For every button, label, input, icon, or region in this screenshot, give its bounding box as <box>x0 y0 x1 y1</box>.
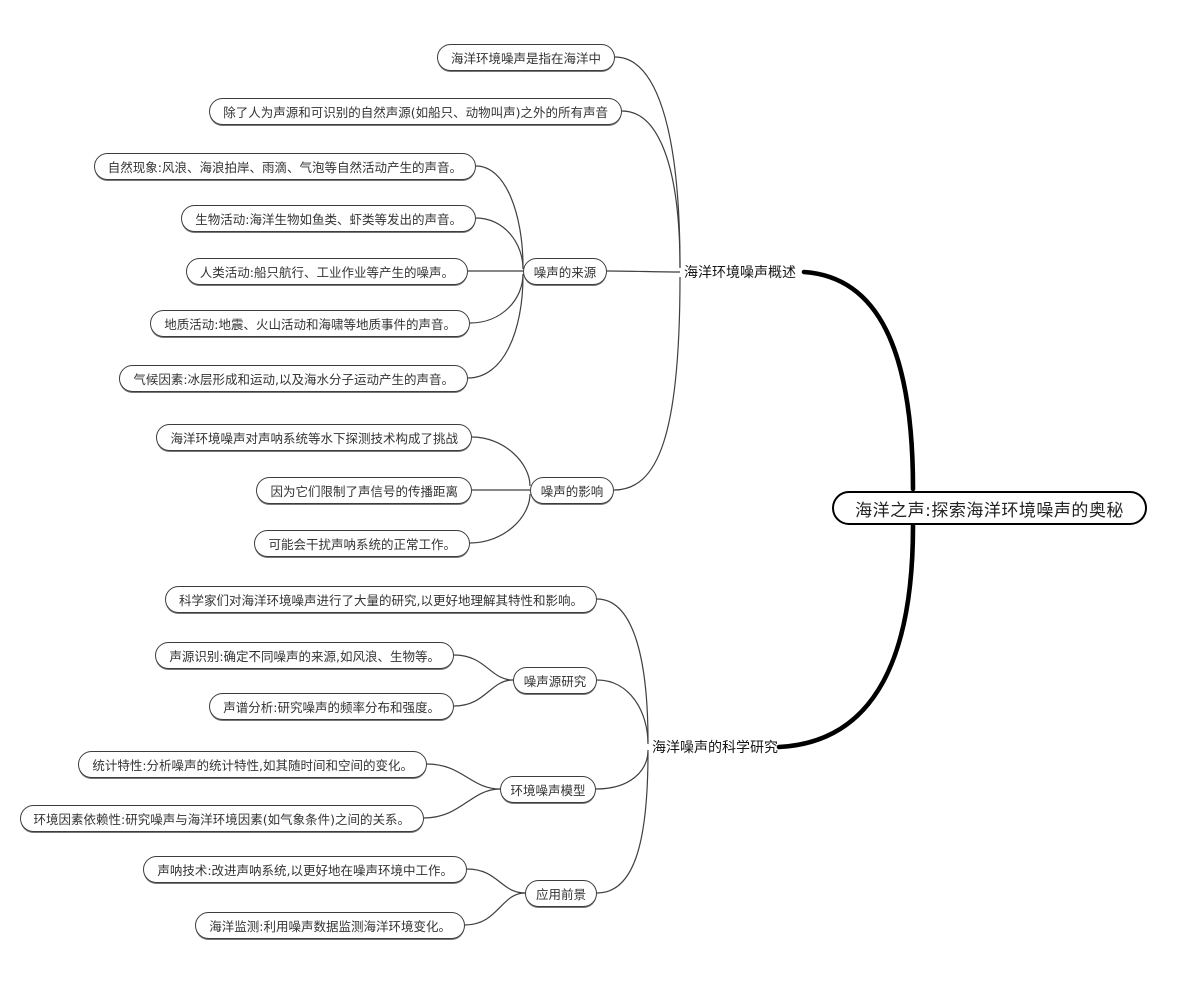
link-overview-sources <box>606 270 681 273</box>
branch-overview-label: 海洋环境噪声概述 <box>684 265 796 281</box>
node-scientists[interactable]: 科学家们对海洋环境噪声进行了大量的研究,以更好地理解其特性和影响。 <box>165 585 597 613</box>
link-overview-leaf1 <box>614 56 681 268</box>
link-sources-2 <box>475 217 524 270</box>
node-source-natural[interactable]: 自然现象:风浪、海浪拍岸、雨滴、气泡等自然活动产生的声音。 <box>93 152 476 180</box>
node-label: 除了人为声源和可识别的自然声源(如船只、动物叫声)之外的所有声音 <box>223 104 608 120</box>
link-research-srcstudy <box>596 679 649 745</box>
node-source-geological[interactable]: 地质活动:地震、火山活动和海啸等地质事件的声音。 <box>150 309 470 337</box>
branch-overview[interactable]: 海洋环境噪声概述 <box>684 262 804 282</box>
root-node[interactable]: 海洋之声:探索海洋环境噪声的奥秘 <box>832 491 1147 525</box>
node-label: 海洋环境噪声是指在海洋中 <box>450 50 601 66</box>
node-label: 人类活动:船只航行、工业作业等产生的噪声。 <box>199 264 454 280</box>
node-label: 声源识别:确定不同噪声的来源,如风浪、生物等。 <box>169 648 440 664</box>
link-research-leaf1 <box>596 598 649 743</box>
link-research-apps <box>596 751 649 894</box>
node-impact-challenge[interactable]: 海洋环境噪声对声呐系统等水下探测技术构成了挑战 <box>156 423 472 451</box>
node-label: 生物活动:海洋生物如鱼类、虾类等发出的声音。 <box>195 211 462 227</box>
node-label: 声谱分析:研究噪声的频率分布和强度。 <box>223 699 440 715</box>
link-research-model <box>595 749 649 790</box>
link-apps-1 <box>466 868 526 894</box>
link-overview-impacts <box>613 276 681 491</box>
link-srcstudy-1 <box>453 654 514 681</box>
branch-research[interactable]: 海洋噪声的科学研究 <box>652 737 779 757</box>
node-label: 环境因素依赖性:研究噪声与海洋环境因素(如气象条件)之间的关系。 <box>33 811 410 827</box>
node-label: 声呐技术:改进声呐系统,以更好地在噪声环境中工作。 <box>157 862 453 878</box>
node-label: 因为它们限制了声信号的传播距离 <box>270 483 458 499</box>
node-label: 地质活动:地震、火山活动和海啸等地质事件的声音。 <box>164 316 456 332</box>
node-source-study[interactable]: 噪声源研究 <box>513 666 597 694</box>
root-node-label: 海洋之声:探索海洋环境噪声的奥秘 <box>855 500 1124 521</box>
node-noise-model[interactable]: 环境噪声模型 <box>500 775 596 803</box>
node-definition-1[interactable]: 海洋环境噪声是指在海洋中 <box>436 43 615 71</box>
link-overview-leaf2 <box>621 110 681 269</box>
node-label: 海洋监测:利用噪声数据监测海洋环境变化。 <box>209 918 451 934</box>
branch-research-label: 海洋噪声的科学研究 <box>652 740 778 756</box>
node-impact-distance[interactable]: 因为它们限制了声信号的传播距离 <box>256 476 472 504</box>
node-label: 应用前景 <box>535 886 586 902</box>
node-label: 海洋环境噪声对声呐系统等水下探测技术构成了挑战 <box>170 430 458 446</box>
node-noise-sources[interactable]: 噪声的来源 <box>523 257 607 285</box>
node-impact-sonar[interactable]: 可能会干扰声呐系统的正常工作。 <box>254 529 470 557</box>
link-model-2 <box>423 788 501 819</box>
node-label: 噪声的影响 <box>540 483 604 499</box>
node-noise-impacts[interactable]: 噪声的影响 <box>530 476 614 504</box>
node-label: 可能会干扰声呐系统的正常工作。 <box>268 536 456 552</box>
node-label: 气候因素:冰层形成和运动,以及海水分子运动产生的声音。 <box>133 371 454 387</box>
link-sources-5 <box>467 275 524 379</box>
node-label: 噪声的来源 <box>533 264 597 280</box>
link-sources-4 <box>469 273 524 324</box>
node-spectrum-analysis[interactable]: 声谱分析:研究噪声的频率分布和强度。 <box>209 692 454 720</box>
link-root-overview <box>801 269 916 492</box>
node-label: 噪声源研究 <box>523 673 587 689</box>
link-sources-1 <box>475 165 524 268</box>
node-source-human[interactable]: 人类活动:船只航行、工业作业等产生的噪声。 <box>185 257 468 285</box>
link-model-1 <box>426 763 501 790</box>
node-label: 环境噪声模型 <box>510 782 586 798</box>
link-root-research <box>776 523 916 750</box>
node-definition-2[interactable]: 除了人为声源和可识别的自然声源(如船只、动物叫声)之外的所有声音 <box>209 97 622 125</box>
node-label: 统计特性:分析噪声的统计特性,如其随时间和空间的变化。 <box>92 757 413 773</box>
node-env-dependency[interactable]: 环境因素依赖性:研究噪声与海洋环境因素(如气象条件)之间的关系。 <box>19 804 424 832</box>
node-source-biological[interactable]: 生物活动:海洋生物如鱼类、虾类等发出的声音。 <box>181 204 476 232</box>
node-source-climate[interactable]: 气候因素:冰层形成和运动,以及海水分子运动产生的声音。 <box>119 364 468 392</box>
link-srcstudy-2 <box>453 679 514 707</box>
node-ocean-monitoring[interactable]: 海洋监测:利用噪声数据监测海洋环境变化。 <box>195 911 465 939</box>
node-applications[interactable]: 应用前景 <box>525 879 597 907</box>
node-label: 科学家们对海洋环境噪声进行了大量的研究,以更好地理解其特性和影响。 <box>179 592 583 608</box>
node-label: 自然现象:风浪、海浪拍岸、雨滴、气泡等自然活动产生的声音。 <box>107 159 462 175</box>
node-statistics[interactable]: 统计特性:分析噪声的统计特性,如其随时间和空间的变化。 <box>78 750 427 778</box>
node-sonar-tech[interactable]: 声呐技术:改进声呐系统,以更好地在噪声环境中工作。 <box>143 855 467 883</box>
link-impacts-1 <box>471 436 531 487</box>
link-impacts-3 <box>469 493 531 544</box>
node-source-identification[interactable]: 声源识别:确定不同噪声的来源,如风浪、生物等。 <box>155 641 454 669</box>
link-apps-2 <box>464 892 526 926</box>
